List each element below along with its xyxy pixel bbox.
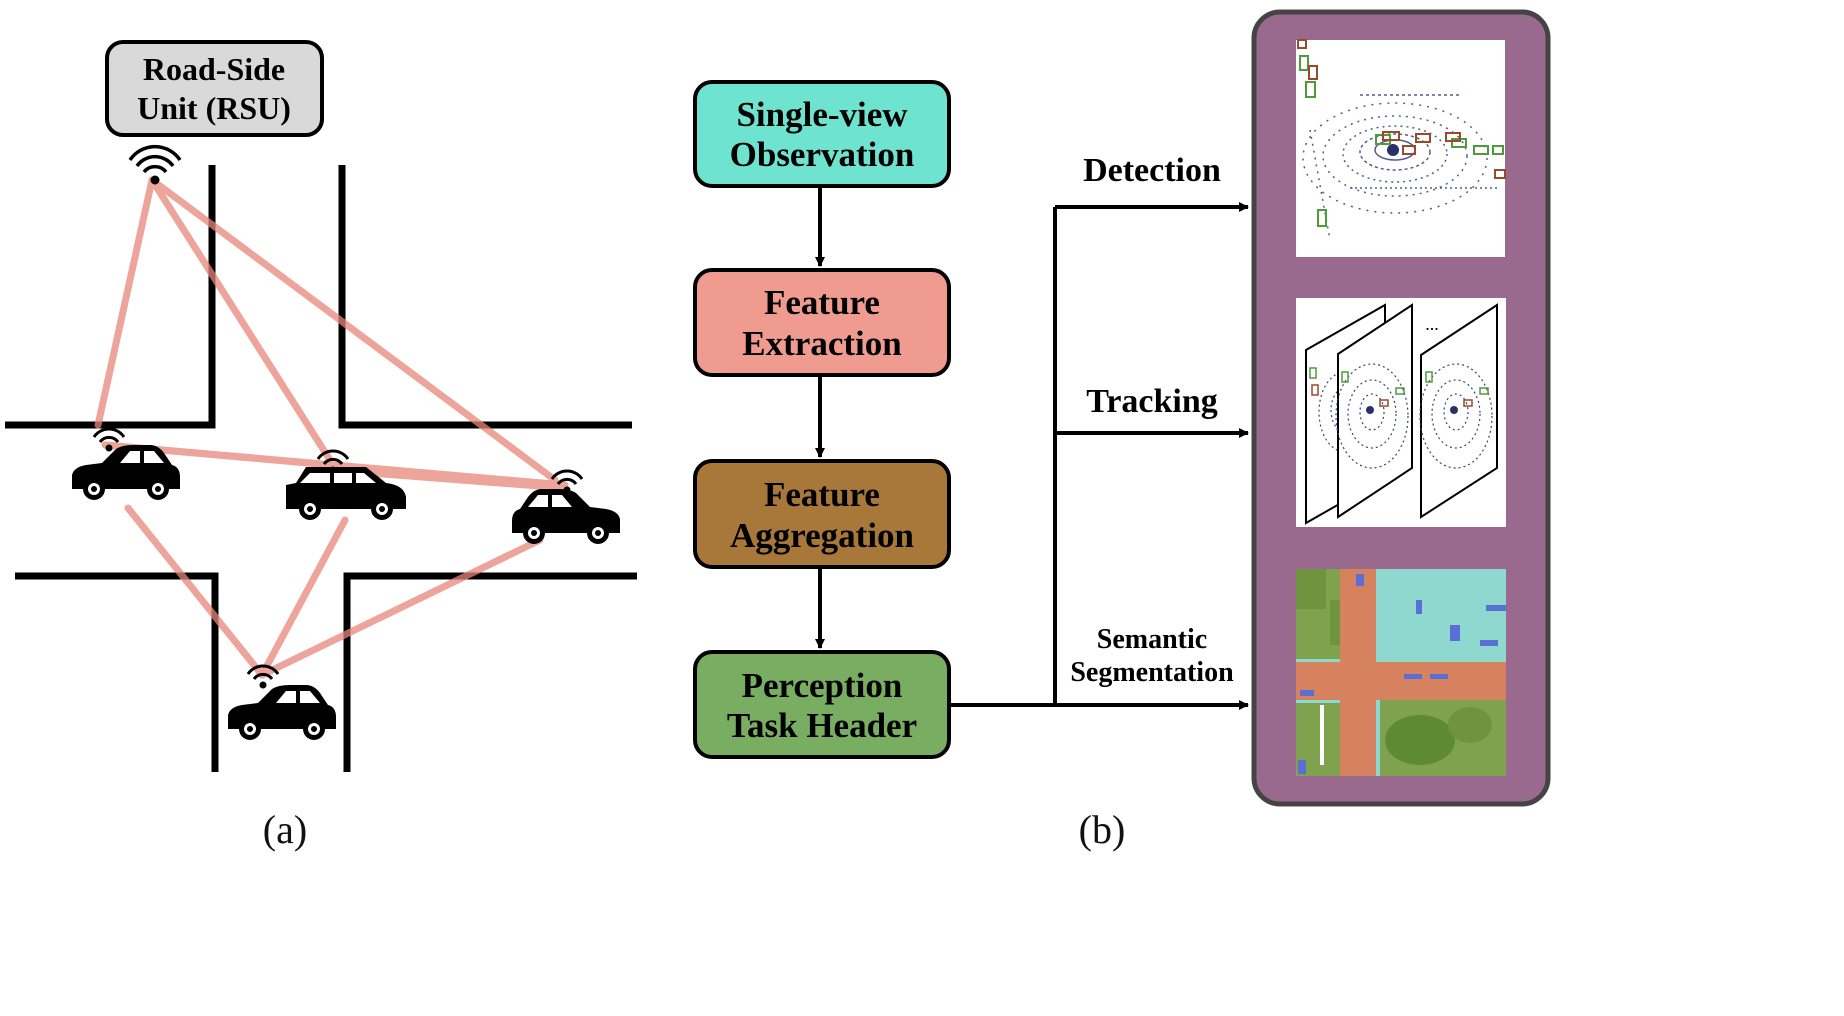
segmentation-image bbox=[1296, 569, 1506, 776]
rsu-wifi-icon bbox=[128, 144, 182, 187]
svg-text:Perception: Perception bbox=[742, 666, 903, 705]
v2x-links bbox=[94, 176, 569, 679]
detection-image bbox=[1296, 39, 1506, 257]
tracking-frame-3 bbox=[1419, 303, 1498, 519]
caption-a: (a) bbox=[263, 807, 307, 852]
rsu-label-line1: Road-Side bbox=[143, 51, 285, 87]
svg-text:Extraction: Extraction bbox=[742, 324, 901, 363]
task-label-segmentation-line2: Segmentation bbox=[1070, 657, 1234, 688]
rsu-label-box: Road-Side Unit (RSU) bbox=[105, 40, 324, 137]
tracking-image: ... bbox=[1296, 298, 1506, 527]
car-icon bbox=[228, 685, 336, 740]
svg-text:Aggregation: Aggregation bbox=[730, 516, 914, 555]
car-icon bbox=[72, 445, 180, 500]
task-label-tracking: Tracking bbox=[1086, 383, 1218, 420]
task-label-segmentation-line1: Semantic bbox=[1097, 624, 1207, 655]
pipeline-box-task-header: Perception Task Header bbox=[693, 650, 951, 759]
panel-b: Single-view Observation Feature Extracti… bbox=[693, 9, 1551, 852]
panel-a: Road-Side Unit (RSU) (a) bbox=[5, 40, 637, 852]
road-edges bbox=[5, 165, 637, 772]
pipeline-box-observation: Single-view Observation bbox=[693, 80, 951, 188]
tracking-frame-2 bbox=[1335, 303, 1413, 519]
svg-text:Feature: Feature bbox=[764, 283, 880, 322]
svg-text:Task Header: Task Header bbox=[727, 706, 917, 745]
svg-text:Feature: Feature bbox=[764, 475, 880, 514]
output-panel: ... bbox=[1251, 9, 1551, 807]
svg-text:Observation: Observation bbox=[730, 135, 915, 174]
rsu-label-line2: Unit (RSU) bbox=[137, 90, 291, 126]
task-label-detection: Detection bbox=[1083, 152, 1221, 189]
car-icon bbox=[512, 489, 620, 544]
tracking-ellipsis: ... bbox=[1425, 314, 1439, 334]
svg-text:Single-view: Single-view bbox=[736, 95, 908, 134]
task-branch-lines bbox=[949, 202, 1249, 710]
pipeline-box-extraction: Feature Extraction bbox=[693, 268, 951, 377]
caption-b: (b) bbox=[1079, 807, 1126, 852]
pipeline-box-aggregation: Feature Aggregation bbox=[693, 459, 951, 569]
